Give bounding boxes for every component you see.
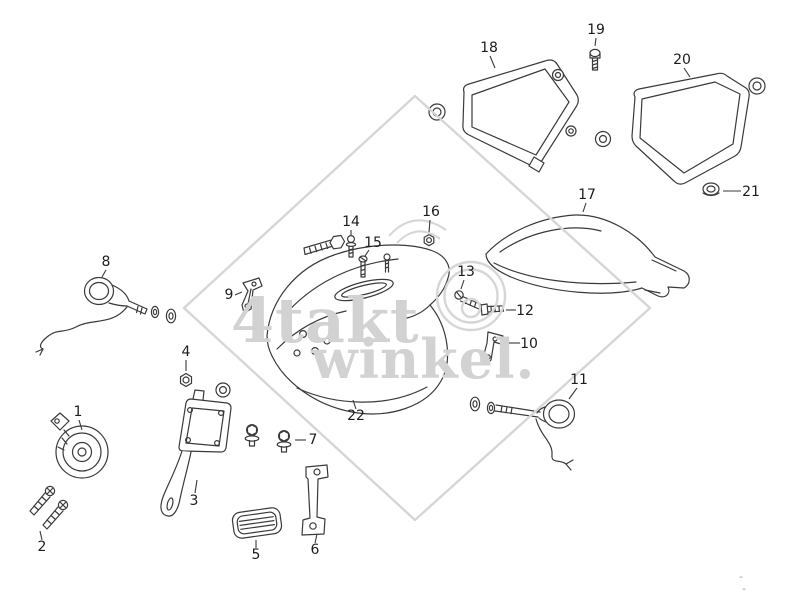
- part-label-15: 15: [364, 235, 382, 251]
- watermark-word-2: winkel.: [310, 327, 535, 391]
- part-label-9: 9: [225, 287, 234, 303]
- part-label-3: 3: [190, 493, 199, 509]
- part-label-8: 8: [102, 254, 111, 270]
- part-8-indicator-left-drawing: [35, 276, 177, 356]
- part-label-21: 21: [742, 184, 760, 200]
- part-3-bracket-drawing: [160, 389, 232, 517]
- part-label-2: 2: [38, 539, 47, 555]
- part-label-4: 4: [182, 344, 191, 360]
- part-label-19: 19: [587, 22, 605, 38]
- part-label-10: 10: [520, 336, 538, 352]
- part-label-20: 20: [673, 52, 691, 68]
- part-4-nut-drawing: [179, 372, 231, 398]
- part-label-12: 12: [516, 303, 534, 319]
- part-17-fender-top-drawing: [485, 214, 690, 298]
- corner-mark-2: -: [742, 584, 746, 595]
- leader-lines: [39, 37, 741, 548]
- corner-mark-1: -: [739, 572, 743, 583]
- part-label-11: 11: [570, 372, 588, 388]
- part-2-screws-drawing: [29, 485, 69, 530]
- part-1-taillight-drawing: [50, 412, 109, 479]
- part-label-5: 5: [252, 547, 261, 563]
- part-20-side-cover-right-drawing: [631, 72, 766, 185]
- part-label-13: 13: [457, 264, 475, 280]
- part-label-22: 22: [347, 408, 365, 424]
- part-label-17: 17: [578, 187, 596, 203]
- part-label-18: 18: [480, 40, 498, 56]
- part-14-bolt-drawing: [303, 234, 357, 258]
- watermark-logo-curves: [388, 219, 447, 244]
- watermark: 4takt winkel.: [182, 94, 652, 522]
- part-19-screw-drawing: [589, 48, 601, 71]
- part-10-bracket-drawing: [482, 331, 504, 366]
- part-label-6: 6: [311, 542, 320, 558]
- part-label-1: 1: [74, 404, 83, 420]
- part-labels: 1 2 3 4 5 6 7 8 9 10 11 12 13 14 15 16 1…: [38, 22, 760, 563]
- part-16-nut-drawing: [423, 234, 435, 247]
- corner-marks: - -: [739, 572, 746, 595]
- part-5-reflector-drawing: [231, 507, 283, 539]
- part-12-bolt-drawing: [480, 303, 505, 316]
- part-label-16: 16: [422, 204, 440, 220]
- watermark-diamond: [182, 94, 652, 522]
- part-7-bolts-drawing: [244, 424, 292, 453]
- watermark-logo-circle: [435, 260, 507, 332]
- part-label-14: 14: [342, 214, 360, 230]
- watermark-word-1: 4takt: [231, 284, 420, 357]
- part-22-rear-fender-drawing: [266, 244, 450, 415]
- part-15-screw-drawing: [358, 255, 368, 278]
- part-18-side-cover-left-drawing: [428, 59, 612, 173]
- part-label-7: 7: [309, 432, 318, 448]
- part-11-indicator-right-drawing: [469, 396, 576, 471]
- part-21-grommet-drawing: [702, 182, 720, 197]
- part-9-bracket-drawing: [241, 277, 263, 314]
- part-6-bracket-strip-drawing: [301, 464, 329, 536]
